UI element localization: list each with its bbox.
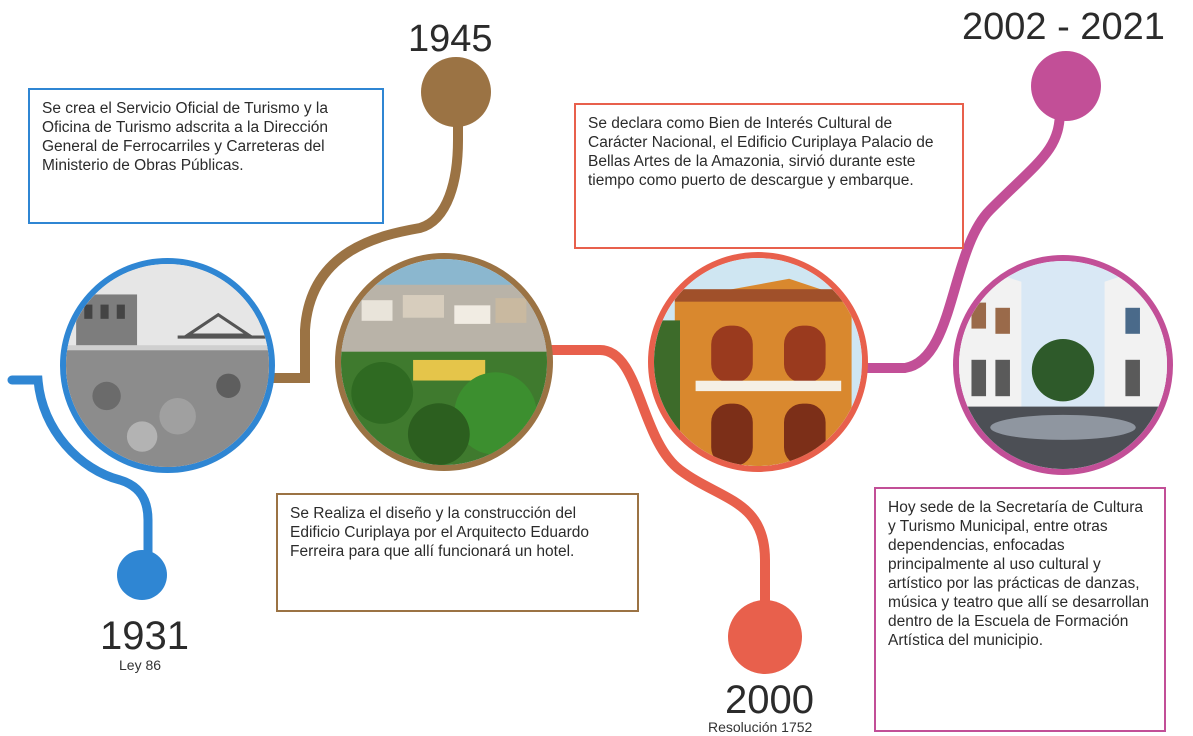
milestone-2002-2021-description: Hoy sede de la Secretaría de Cultura y T… [874, 487, 1166, 732]
subtitle-2000: Resolución 1752 [708, 719, 813, 735]
year-1931: 1931 [100, 614, 189, 658]
connector-blue [7, 375, 153, 580]
connector-pink [857, 90, 1065, 373]
dot-1931 [117, 550, 167, 600]
dot-2002-2021 [1031, 51, 1101, 121]
year-2000: 2000 [725, 678, 814, 722]
milestone-1945-description: Se Realiza el diseño y la construcción d… [276, 493, 639, 612]
orange-building-photo [648, 252, 868, 472]
subtitle-1931: Ley 86 [119, 657, 162, 673]
dot-2000 [728, 600, 802, 674]
milestone-1931-description: Se crea el Servicio Oficial de Turismo y… [28, 88, 384, 224]
connector-brown [263, 80, 463, 383]
connector-coral [543, 345, 770, 625]
year-1945: 1945 [408, 18, 493, 60]
historic-bridge-photo [60, 258, 275, 473]
year-2002-2021: 2002 - 2021 [962, 6, 1165, 48]
milestone-2000-description: Se declara como Bien de Interés Cultural… [574, 103, 964, 249]
town-aerial-photo [335, 253, 553, 471]
courtyard-photo [953, 255, 1173, 475]
dot-1945 [421, 57, 491, 127]
